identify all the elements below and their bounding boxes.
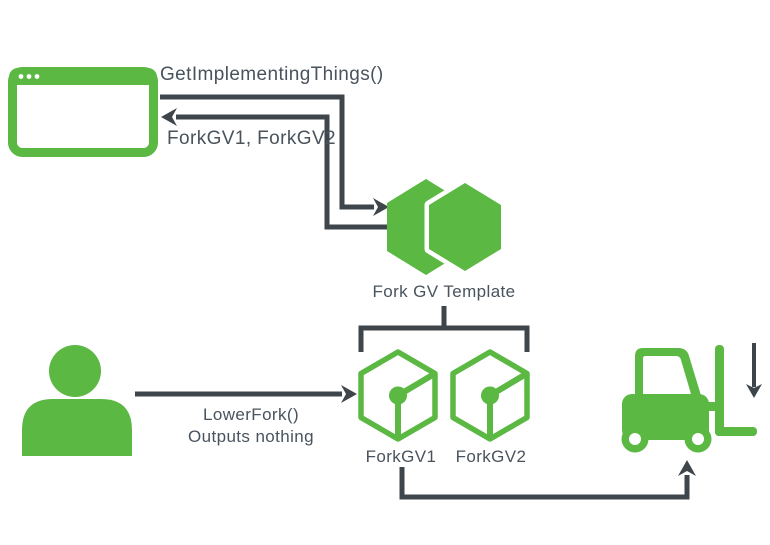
template-bracket bbox=[358, 306, 530, 352]
lower-fork-label: LowerFork() Outputs nothing bbox=[151, 404, 351, 448]
window-dot-icon bbox=[26, 74, 32, 79]
return-arrow bbox=[161, 108, 390, 230]
forklift-icon bbox=[621, 345, 757, 453]
cube-icon bbox=[450, 349, 530, 442]
instance-to-forklift-arrow bbox=[399, 460, 696, 500]
template-label: Fork GV Template bbox=[372, 282, 516, 301]
person-icon bbox=[22, 345, 132, 456]
instance2-label: ForkGV2 bbox=[455, 447, 527, 466]
hexagons-template-icon bbox=[387, 179, 504, 276]
cube-icon bbox=[358, 349, 438, 442]
return-label: ForkGV1, ForkGV2 bbox=[167, 128, 336, 149]
lower-fork-call: LowerFork() bbox=[202, 405, 300, 424]
browser-window-icon bbox=[8, 67, 158, 157]
cab-window bbox=[643, 356, 691, 394]
lower-fork-arrow bbox=[135, 385, 357, 403]
call-label: GetImplementingThings() bbox=[160, 64, 384, 85]
window-dot-icon bbox=[34, 74, 40, 79]
lower-fork-sublabel: Outputs nothing bbox=[187, 427, 315, 446]
window-dot-icon bbox=[18, 74, 24, 79]
fork-down-arrow bbox=[746, 343, 762, 398]
instance1-label: ForkGV1 bbox=[365, 447, 437, 466]
call-arrow bbox=[160, 94, 389, 216]
